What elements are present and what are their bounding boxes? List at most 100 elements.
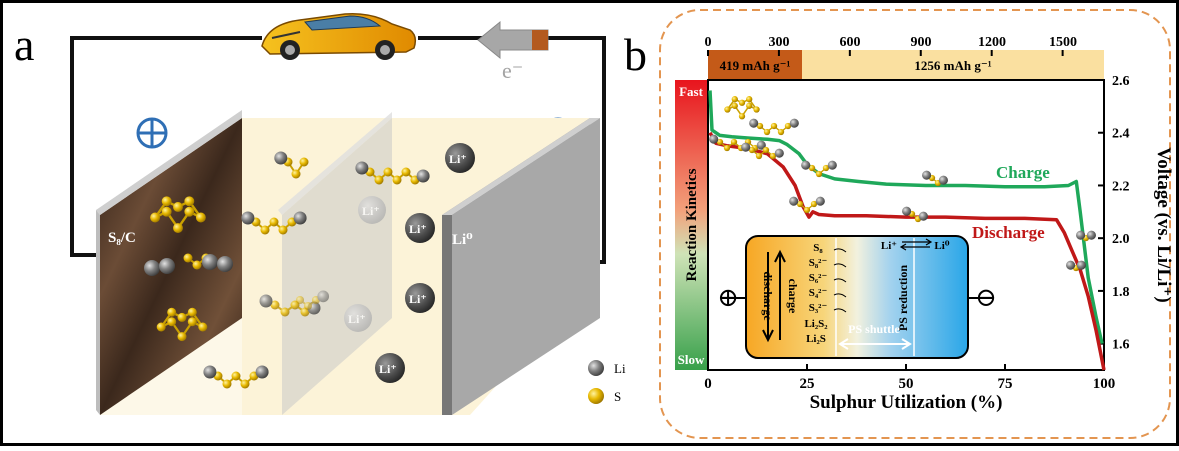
cell-schematic-inset: ⊕ ⊖ discharge charge S₈ S₈²⁻ S₆²⁻ S₄²⁻ S… <box>717 235 997 359</box>
electron-label: e⁻ <box>502 58 523 83</box>
lithium-atom <box>801 160 811 170</box>
car-icon <box>261 12 417 60</box>
top-axis-tick: 600 <box>840 35 861 50</box>
separator-membrane <box>282 118 392 415</box>
sulfur-atom <box>167 307 177 317</box>
li2s3-molecule <box>801 160 837 178</box>
sulfur-atom <box>738 113 746 120</box>
li2s3-molecule <box>789 196 825 214</box>
sulfur-atom <box>746 96 753 103</box>
sulfur-atom <box>184 206 195 217</box>
legend-s-label: S <box>614 389 621 404</box>
sulfur-atom <box>746 102 753 109</box>
li-ion: Li⁺ <box>405 283 435 313</box>
sulfur-atom <box>777 128 785 136</box>
sulfur-atom <box>763 128 771 136</box>
sulfur-atom <box>222 379 232 389</box>
x-tick-label: 50 <box>899 376 914 392</box>
schematic-plus: ⊕ <box>717 283 739 312</box>
y-tick-label: 1.8 <box>1112 285 1130 300</box>
li-ion: Li⁺ <box>405 213 435 243</box>
s8-molecule <box>150 196 206 234</box>
panel-b-label: b <box>624 29 647 80</box>
charge-curve-label: Charge <box>996 163 1050 182</box>
sulfur-atom <box>173 223 183 234</box>
s8-molecule <box>724 96 760 120</box>
sulfur-atom <box>756 122 764 130</box>
sulfur-atom <box>177 332 187 342</box>
sulfur-atom <box>383 167 393 177</box>
lithium-atom <box>918 211 928 221</box>
panel-a-label: a <box>14 19 34 70</box>
sulfur-atom <box>808 164 816 172</box>
sulfur-atom <box>755 152 763 160</box>
lithium-atom <box>144 260 160 276</box>
lithium-atom <box>416 169 430 183</box>
lithium-atom <box>922 170 932 180</box>
li-ion-label: Li⁺ <box>362 204 380 218</box>
positive-terminal-cross <box>138 119 166 147</box>
sulfur-atom <box>150 212 161 223</box>
lithium-atom <box>749 118 759 128</box>
top-axis: 0 300 600 900 1200 1500 <box>705 35 1078 50</box>
sulfur-atom <box>156 322 166 332</box>
anode-top-edge <box>442 118 600 215</box>
li-ion-label: Li⁺ <box>348 312 366 326</box>
sulfur-atom <box>240 379 250 389</box>
li-exchange-arrow-icon <box>902 238 933 246</box>
top-axis-tick: 900 <box>911 35 932 50</box>
lithium-atom <box>293 211 307 225</box>
capacity-band-low <box>708 50 802 80</box>
lithium-atom <box>274 151 288 165</box>
sulfur-atom <box>822 164 830 172</box>
sulfur-atom <box>198 322 208 332</box>
sulfur-atom <box>762 146 770 154</box>
kinetics-fast-label: Fast <box>679 84 704 99</box>
lithium-atom <box>709 134 719 144</box>
sulfur-atom <box>716 138 724 146</box>
lithium-atom <box>241 211 255 225</box>
sulfur-atom <box>401 167 411 177</box>
li2s3-molecule <box>274 151 309 179</box>
polysulfide-fragment <box>295 290 330 311</box>
sulfur-atom <box>192 260 202 270</box>
sulfur-atom <box>769 152 777 160</box>
lithium-atom <box>827 160 837 170</box>
sulfur-atom <box>770 122 778 130</box>
y-tick-label: 2.0 <box>1112 232 1130 247</box>
lithium-atom <box>203 365 217 379</box>
cathode-top-edge <box>96 110 242 215</box>
top-axis-tick: 1200 <box>978 35 1006 50</box>
species-label: Li₂S₂ <box>804 318 828 330</box>
sulfur-atom <box>184 196 195 207</box>
li-ion-label: Li⁺ <box>379 362 397 376</box>
y-tick-label: 2.4 <box>1112 127 1130 142</box>
li-ion: Li⁺ <box>445 143 475 173</box>
sulfur-atom <box>748 146 756 154</box>
li-ion: Li⁺ <box>375 353 405 383</box>
charge-label: charge <box>786 279 800 314</box>
panel-a: a e⁻ S₈/C <box>14 12 626 415</box>
anode-label: Li⁰ <box>452 232 473 248</box>
lithium-atom <box>259 294 273 308</box>
sulfur-atom <box>738 99 746 106</box>
sulfur-atom <box>231 371 241 381</box>
sulfur-atom <box>260 225 270 235</box>
sulfur-atom <box>730 138 738 146</box>
lithium-atom <box>1076 260 1086 270</box>
lithium-atom <box>756 140 766 150</box>
lithium-atom <box>741 142 751 152</box>
sulfur-atom <box>270 300 280 310</box>
lithium-atom <box>789 196 799 206</box>
schematic-li-metal: Li⁰ <box>934 240 949 252</box>
sulfur-atom <box>187 307 197 317</box>
s8-molecule <box>156 307 208 342</box>
li2s6-molecule <box>355 161 430 185</box>
sulfur-atom <box>291 169 301 179</box>
capacity-band-high-label: 1256 mAh g⁻¹ <box>914 58 991 73</box>
lithium-atom <box>789 118 799 128</box>
lithium-atom <box>938 175 948 185</box>
sulfur-atom <box>167 317 177 327</box>
species-label: S₆²⁻ <box>809 272 828 284</box>
